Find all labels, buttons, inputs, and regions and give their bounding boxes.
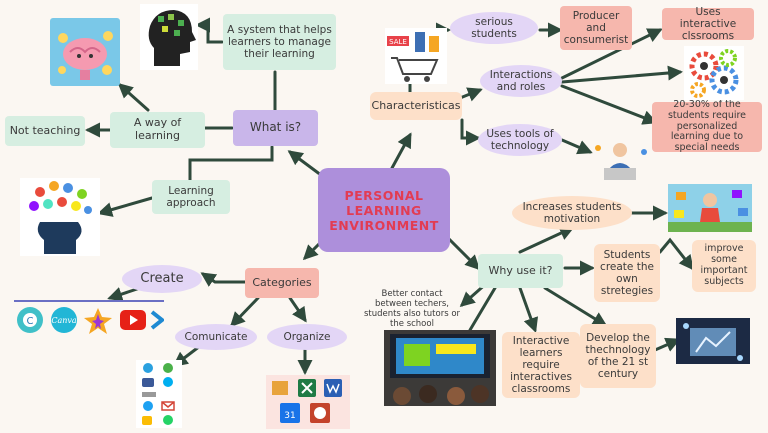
arrow-to-characteristics [390,132,412,170]
communication-apps [136,360,182,428]
producer-consumerist-label: Producer and consumerist [563,9,629,47]
line-create-logos [107,286,142,302]
system-label: A system that helps learners to manage t… [227,23,332,61]
create-tools-logos: C Canva [14,300,166,334]
learning-head-illustration [20,178,100,256]
technology-tools-node: Uses tools of technology [478,124,562,156]
system-node: A system that helps learners to manage t… [223,14,336,70]
develop-technology-node: Develop the thechnology of the 21 st cen… [580,324,656,388]
not-teaching-label: Not teaching [9,123,81,137]
sale-tag-text: SALE [389,38,407,46]
line-why-develop [543,286,608,327]
line-why-classroom-photo [468,286,497,332]
c-logo-text: C [27,316,34,327]
shopping-illustration: SALE [385,28,447,84]
serious-students-node: serious students [450,12,538,44]
serious-students-label: serious students [471,15,517,40]
line-why-interactive [518,286,539,333]
communicate-label: Comunicate [184,330,248,343]
interactive-classrooms-label: Uses interactive clssrooms [679,5,737,43]
learning-approach-label: Learning approach [166,184,216,209]
line-develop-tech [653,337,681,352]
why-use-node: Why use it? [478,254,563,288]
canva-logo-text: Canva [51,316,77,325]
interactions-roles-node: Interactions and roles [480,65,562,97]
strategies-label: Students create the own stretegies [600,248,654,298]
improve-subjects-node: improve some important subjects [692,240,756,292]
interactive-learners-label: Interactive learners require interactive… [510,334,572,396]
head-silhouette-icon [148,10,196,66]
characteristics-label: Characteristicas [371,98,461,112]
classroom-photo [384,330,496,406]
organize-node: Organize [267,324,347,350]
interactions-roles-label: Interactions and roles [489,68,553,93]
line-strategies-improve [658,237,694,271]
interactive-classrooms-node: Uses interactive clssrooms [662,5,754,43]
technology-tools-label: Uses tools of technology [486,127,554,152]
kid-books-illustration [668,184,752,232]
technology-illustration [676,318,750,364]
personalized-learning-label: 20-30% of the students require personali… [667,98,747,154]
line-interactions-classrooms [560,28,663,80]
way-of-learning-label: A way of learning [133,116,182,142]
line-cat-create [200,272,247,287]
categories-node: Categories [245,268,319,298]
interactive-learners-node: Interactive learners require interactive… [502,332,580,398]
line-interactions-gears [560,65,683,84]
producer-consumerist-node: Producer and consumerist [560,6,632,50]
line-system-head [195,17,224,44]
smartboard-classroom-icon [390,334,490,405]
way-of-learning-node: A way of learning [110,112,205,148]
center-node: PERSONAL LEARNING ENVIRONMENT [318,168,450,252]
shopping-cart-icon: SALE [387,32,439,82]
app-logos: C Canva [17,307,166,334]
line-whatis-approach [188,145,274,182]
brain-illustration [50,18,120,86]
line-interactions-percent [560,84,658,125]
communicate-node: Comunicate [175,324,257,350]
organize-label: Organize [283,330,331,343]
better-contact-node: Better contact between techers, students… [358,290,466,330]
not-teaching-node: Not teaching [5,116,85,146]
brain-icon [58,31,113,80]
personalized-learning-node: 20-30% of the students require personali… [652,98,762,154]
head-icons-illustration [140,4,198,70]
learning-approach-node: Learning approach [152,180,230,214]
what-is-node: What is? [233,110,318,146]
categories-label: Categories [252,275,312,289]
office-icons: 31 [272,379,342,423]
why-use-label: Why use it? [488,263,553,277]
line-way-brain [117,83,150,112]
gears-icon [689,49,739,98]
characteristics-node: Characteristicas [370,92,462,120]
motivation-node: Increases students motivation [512,196,632,230]
line-approach-head [97,196,154,217]
kid-reading-icon [668,190,752,232]
motivation-label: Increases students motivation [522,200,622,225]
improve-subjects-label: improve some important subjects [700,243,748,287]
line-why-motivation [518,226,575,254]
laptop-person-icon [595,143,647,180]
digital-tech-icon [683,323,743,361]
create-label: Create [140,270,184,286]
line-char-tools [460,118,481,146]
line-tools-laptop [560,138,593,155]
laptop-user-illustration [590,140,652,184]
line-cat-communicate [229,296,260,328]
develop-technology-label: Develop the thechnology of the 21 st cen… [585,331,651,381]
strategies-node: Students create the own stretegies [594,244,660,302]
center-title: PERSONAL LEARNING ENVIRONMENT [329,187,439,233]
line-cat-organize [288,296,307,323]
office-apps: 31 [266,375,350,429]
chat-apps-icons [142,363,175,425]
teamwork-gears-illustration [684,46,744,100]
better-contact-label: Better contact between techers, students… [363,289,461,329]
ideas-head-icon [29,181,92,254]
what-is-label: What is? [249,120,302,135]
create-node: Create [122,265,202,293]
calendar-day-text: 31 [284,411,295,421]
